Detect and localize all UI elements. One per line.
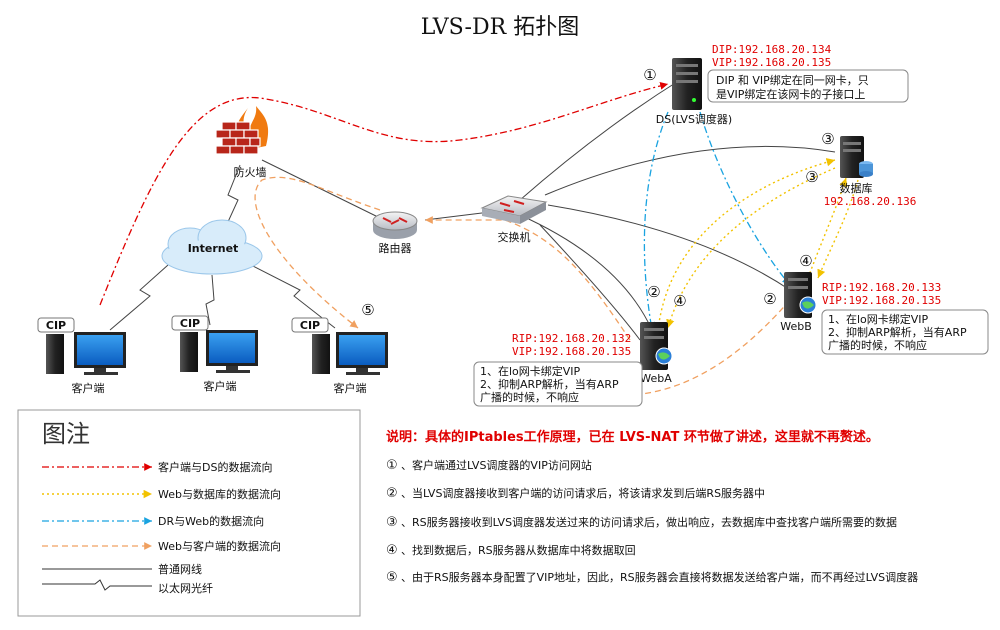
- network-lines: [261, 79, 836, 341]
- step-text: 、找到数据后，RS服务器从数据库中将数据取回: [401, 543, 636, 557]
- step-num: ④: [386, 543, 398, 558]
- client-3: CIP 客户端: [291, 317, 388, 395]
- svg-text:客户端: 客户端: [204, 379, 237, 393]
- database-label: 数据库: [840, 181, 873, 195]
- flow-db-webb: [817, 179, 859, 279]
- computer-icon: [46, 332, 126, 375]
- flow-db-weba: [666, 167, 836, 329]
- weba-note: 1、在lo网卡绑定VIP 2、抑制ARP解析，当有ARP 广播的时候，不响应: [473, 361, 643, 407]
- ds-note: DIP 和 VIP绑定在同一网卡，只 是VIP绑定在该网卡的子接口上: [707, 69, 909, 103]
- svg-text:DIP 和 VIP绑定在同一网卡，只: DIP 和 VIP绑定在同一网卡，只: [716, 73, 869, 87]
- marker-2a: ②: [647, 283, 660, 301]
- webb-server-icon: [784, 272, 817, 318]
- legend: 图注 客户端与DS的数据流向 Web与数据库的数据流向 DR与Web的数据流向 …: [17, 409, 361, 617]
- flow-weba-router: [425, 216, 631, 341]
- fiber-lines: [109, 164, 336, 331]
- flow-webb-db: [807, 177, 848, 279]
- weba-server-icon: [640, 322, 673, 370]
- svg-text:是VIP绑定在该网卡的子接口上: 是VIP绑定在该网卡的子接口上: [716, 87, 865, 101]
- step-text: 、由于RS服务器本身配置了VIP地址，因此，RS服务器会直接将数据发送给客户端，…: [401, 570, 918, 584]
- client-2: CIP 客户端: [171, 315, 258, 393]
- router-label: 路由器: [379, 241, 412, 255]
- svg-text:2、抑制ARP解析，当有ARP: 2、抑制ARP解析，当有ARP: [828, 325, 967, 339]
- legend-item: 普通网线: [158, 562, 202, 576]
- marker-3a: ③: [821, 130, 834, 148]
- svg-text:客户端: 客户端: [72, 381, 105, 395]
- firewall-label: 防火墙: [234, 165, 267, 179]
- flow-weba-db: [657, 158, 836, 331]
- svg-text:CIP: CIP: [300, 319, 320, 332]
- marker-4b: ④: [799, 252, 812, 270]
- marker-3b: ③: [805, 168, 818, 186]
- computer-icon: [312, 332, 388, 375]
- legend-title: 图注: [42, 420, 90, 448]
- firewall-icon: [215, 106, 269, 155]
- database-server-icon: [840, 136, 873, 178]
- switch-icon: [480, 195, 548, 224]
- legend-item: Web与客户端的数据流向: [158, 539, 281, 553]
- explanation: 说明：具体的IPtables工作原理，已在 LVS-NAT 环节做了讲述，这里就…: [386, 429, 879, 445]
- webb-vip: VIP:192.168.20.135: [822, 294, 941, 307]
- internet-label: Internet: [188, 242, 239, 255]
- legend-item: 以太网光纤: [158, 581, 213, 595]
- database-ip: 192.168.20.136: [824, 195, 917, 208]
- flow-client-ds: [99, 81, 669, 306]
- svg-text:广播的时候，不响应: 广播的时候，不响应: [480, 390, 579, 404]
- webb-rip: RIP:192.168.20.133: [822, 281, 941, 294]
- svg-text:客户端: 客户端: [334, 381, 367, 395]
- weba-label: WebA: [640, 372, 672, 385]
- client-1: CIP 客户端: [37, 317, 126, 395]
- step-text: 、当LVS调度器接收到客户端的访问请求后，将该请求发到后端RS服务器中: [401, 486, 765, 500]
- step-list: ① 、客户端通过LVS调度器的VIP访问网站 ② 、当LVS调度器接收到客户端的…: [386, 458, 918, 585]
- step-text: 、RS服务器接收到LVS调度器发送过来的访问请求后，做出响应，去数据库中查找客户…: [401, 515, 897, 529]
- weba-rip: RIP:192.168.20.132: [512, 332, 631, 345]
- switch-label: 交换机: [498, 230, 531, 244]
- flow-ds-weba: [643, 111, 669, 331]
- ds-server-icon: [672, 58, 702, 110]
- step-num: ①: [386, 458, 398, 473]
- svg-text:1、在lo网卡绑定VIP: 1、在lo网卡绑定VIP: [828, 312, 929, 326]
- internet-cloud-icon: [161, 219, 263, 275]
- page-title: LVS-DR 拓扑图: [421, 15, 579, 40]
- legend-item: DR与Web的数据流向: [158, 514, 264, 528]
- step-num: ②: [386, 486, 398, 501]
- step-text: 、客户端通过LVS调度器的VIP访问网站: [401, 458, 592, 472]
- ds-dip: DIP:192.168.20.134: [712, 43, 832, 56]
- computer-icon: [180, 330, 258, 373]
- marker-1: ①: [643, 66, 656, 84]
- svg-text:2、抑制ARP解析，当有ARP: 2、抑制ARP解析，当有ARP: [480, 377, 619, 391]
- svg-text:CIP: CIP: [46, 319, 66, 332]
- ds-vip: VIP:192.168.20.135: [712, 56, 831, 69]
- step-num: ⑤: [386, 570, 398, 585]
- legend-item: Web与数据库的数据流向: [158, 487, 281, 501]
- marker-5: ⑤: [361, 301, 374, 319]
- ds-label: DS(LVS调度器): [656, 112, 732, 126]
- legend-item: 客户端与DS的数据流向: [158, 460, 272, 474]
- svg-text:CIP: CIP: [180, 317, 200, 330]
- router-icon: [372, 211, 418, 239]
- flow-ds-webb: [699, 111, 791, 286]
- weba-vip: VIP:192.168.20.135: [512, 345, 631, 358]
- svg-text:广播的时候，不响应: 广播的时候，不响应: [828, 338, 927, 352]
- webb-note: 1、在lo网卡绑定VIP 2、抑制ARP解析，当有ARP 广播的时候，不响应: [821, 309, 989, 355]
- flow-router-client: [254, 176, 381, 329]
- svg-text:1、在lo网卡绑定VIP: 1、在lo网卡绑定VIP: [480, 364, 581, 378]
- marker-4a: ④: [673, 292, 686, 310]
- step-num: ③: [386, 515, 398, 530]
- webb-label: WebB: [780, 320, 812, 333]
- marker-2b: ②: [763, 290, 776, 308]
